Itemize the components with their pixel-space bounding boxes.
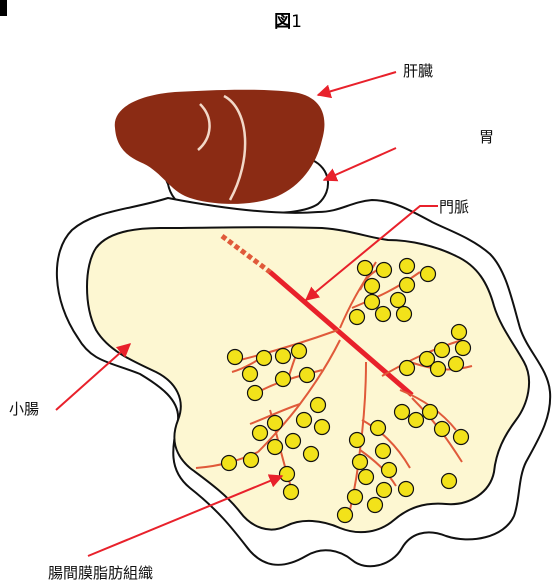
arrow-liver	[318, 72, 396, 95]
arrow-stomach	[324, 148, 396, 180]
figure-title: 図1	[274, 12, 302, 32]
label-portal-vein: 門脈	[439, 198, 469, 216]
figure-title-number: 1	[291, 12, 302, 32]
label-stomach: 胃	[479, 128, 494, 146]
label-liver: 肝臓	[403, 62, 433, 80]
label-mesenteric-fat: 腸間膜脂肪組織	[48, 564, 153, 582]
liver-shape	[115, 90, 325, 204]
label-small-intestine: 小腸	[9, 400, 39, 418]
corner-mark	[0, 0, 7, 16]
figure-title-kanji: 図	[274, 12, 291, 32]
